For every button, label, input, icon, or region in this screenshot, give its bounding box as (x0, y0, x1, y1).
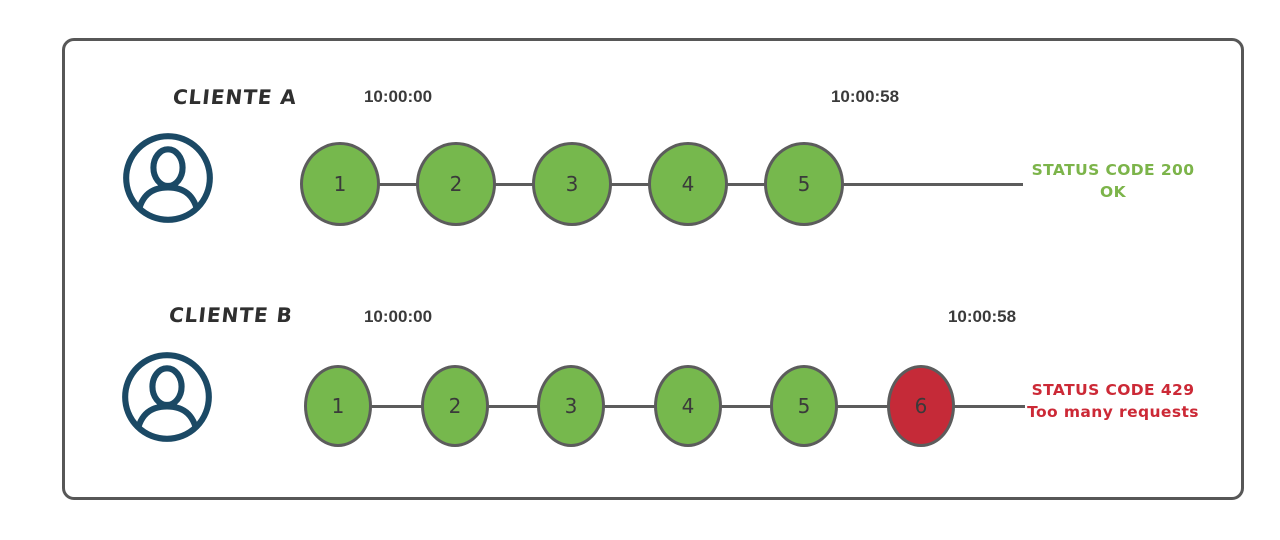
request-circle-ok: 5 (770, 365, 838, 447)
status-code-text: STATUS CODE 200 (1031, 161, 1195, 179)
user-avatar-icon (122, 352, 212, 442)
request-circle-ok: 2 (416, 142, 496, 226)
request-circle-ok: 4 (648, 142, 728, 226)
client-b-label: CLIENTE B (167, 303, 295, 327)
request-circle-ok: 1 (300, 142, 380, 226)
request-circle-blocked: 6 (887, 365, 955, 447)
user-avatar-icon (123, 133, 213, 223)
request-circle-ok: 5 (764, 142, 844, 226)
request-circle-ok: 3 (537, 365, 605, 447)
status-detail-text: OK (1100, 183, 1126, 201)
status-code-text: STATUS CODE 429 (1031, 381, 1195, 399)
request-circle-ok: 2 (421, 365, 489, 447)
status-block: STATUS CODE 429 Too many requests (1023, 379, 1203, 423)
client-a-label: CLIENTE A (171, 85, 299, 109)
timestamp-end: 10:00:58 (830, 87, 900, 106)
timestamp-start: 10:00:00 (363, 307, 433, 326)
status-detail-text: Too many requests (1027, 403, 1199, 421)
timestamp-end: 10:00:58 (947, 307, 1017, 326)
request-circle-ok: 4 (654, 365, 722, 447)
request-circle-ok: 1 (304, 365, 372, 447)
request-circle-ok: 3 (532, 142, 612, 226)
timestamp-start: 10:00:00 (363, 87, 433, 106)
status-block: STATUS CODE 200 OK (1023, 159, 1203, 203)
